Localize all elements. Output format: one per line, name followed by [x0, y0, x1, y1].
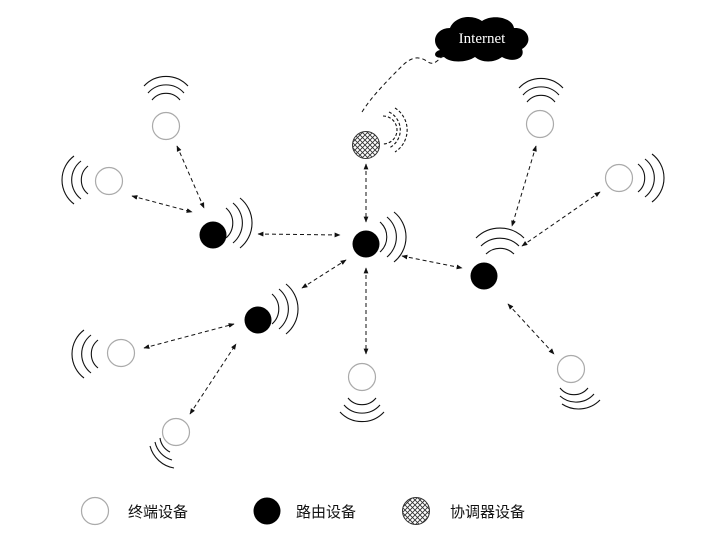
end-device-node	[604, 163, 634, 193]
end-device-node	[106, 338, 136, 368]
link-endL-routerL	[131, 195, 193, 213]
legend-end-device-label: 终端设备	[128, 503, 189, 521]
legend-coordinator-label: 协调器设备	[450, 503, 526, 521]
legend-coordinator-symbol	[402, 497, 430, 525]
legend-end-device-symbol	[80, 496, 110, 526]
internet-cloud: Internet	[435, 16, 529, 62]
link-endR-routerR	[521, 191, 601, 247]
link-endLL-routerLL	[143, 323, 235, 349]
end-device-node	[525, 109, 555, 139]
internet-label: Internet	[459, 31, 506, 47]
legend-router-symbol	[253, 497, 281, 525]
end-device-node	[161, 417, 191, 447]
link-routerR-endBR	[507, 303, 555, 355]
end-device-node	[151, 111, 181, 141]
wireless-waves	[61, 75, 665, 469]
link-routerLL-routerC	[301, 259, 347, 289]
legend-router-label: 路由设备	[296, 503, 357, 521]
network-links	[131, 145, 601, 415]
link-endBL-routerLL	[189, 343, 237, 415]
link-routerC-routerR	[401, 254, 463, 270]
end-device-node	[94, 166, 124, 196]
router-node-center	[352, 230, 380, 258]
coordinator-node	[352, 131, 380, 159]
router-node-lower-left	[244, 306, 272, 334]
link-endTL-routerL	[176, 145, 205, 209]
router-nodes	[199, 221, 498, 334]
legend	[80, 496, 430, 526]
link-routerL-routerC	[257, 231, 341, 238]
internet-link	[361, 53, 446, 113]
end-device-node	[556, 354, 586, 384]
end-device-nodes	[94, 109, 634, 447]
router-node-left	[199, 221, 227, 249]
end-device-node	[347, 362, 377, 392]
link-endTR-routerR	[511, 145, 537, 227]
router-node-right	[470, 262, 498, 290]
